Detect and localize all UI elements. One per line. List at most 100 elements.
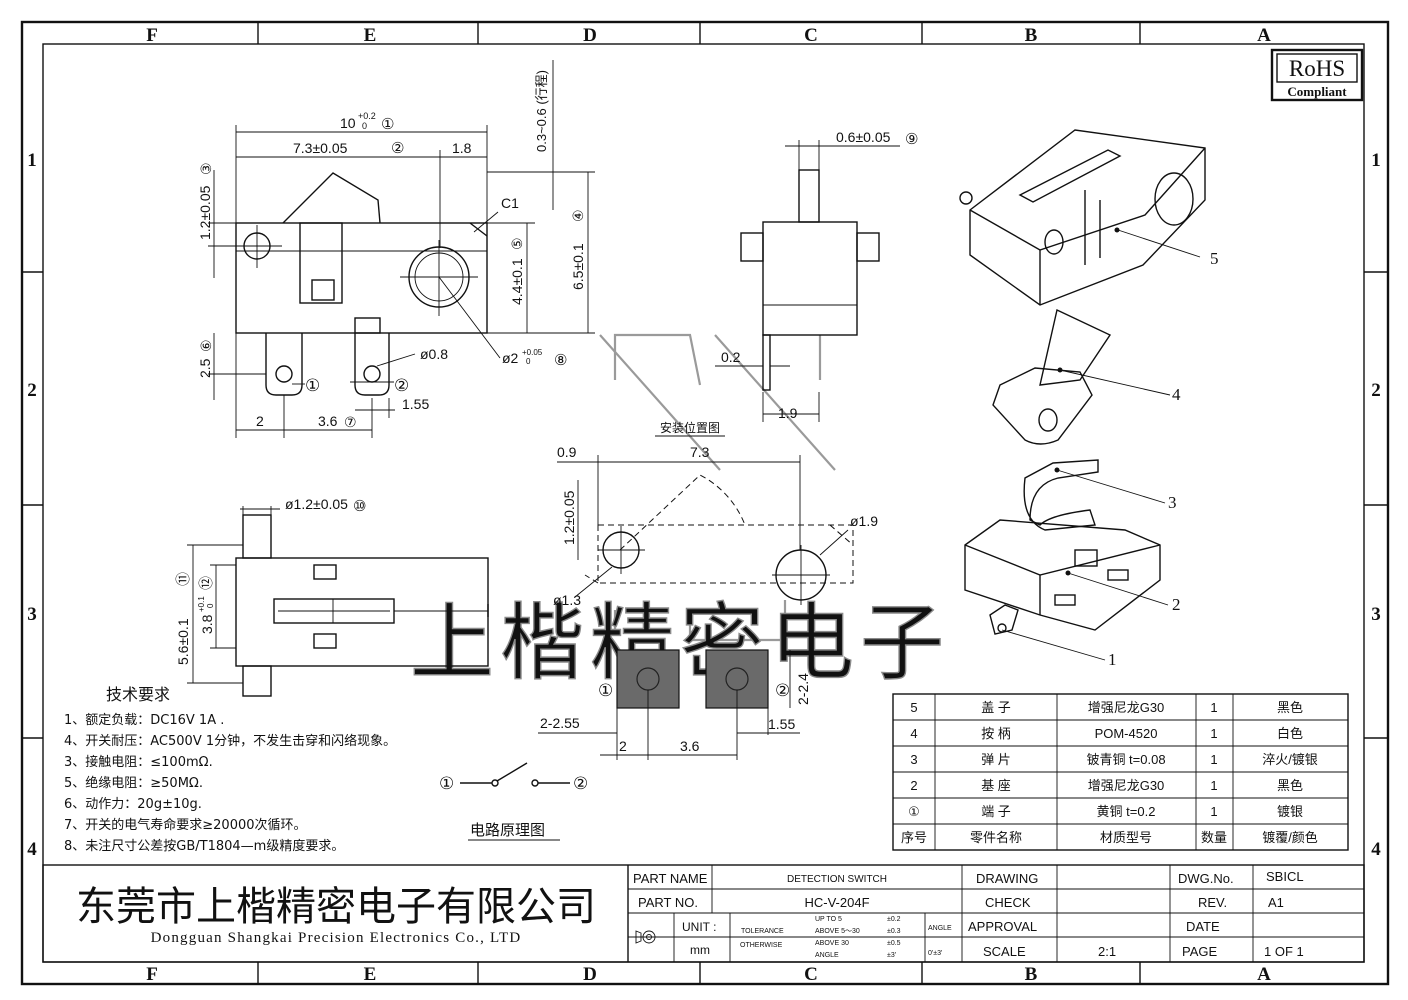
- dim-1-55: 1.55: [402, 396, 429, 412]
- row-label: 1: [1371, 150, 1381, 171]
- col-label: A: [1257, 25, 1271, 46]
- tolerance-value: ±0.2: [887, 916, 901, 923]
- scale-value: 2:1: [1098, 944, 1116, 959]
- dim-6-5: 6.5±0.1: [570, 243, 586, 290]
- date-label: DATE: [1186, 919, 1220, 934]
- page-label: PAGE: [1182, 944, 1217, 959]
- install-dim-3-6: 3.6: [680, 738, 700, 754]
- circuit-diagram: ① ② 电路原理图: [439, 762, 588, 841]
- dim-3-6-callout: ⑦: [344, 414, 357, 430]
- bom-cell: 1: [1210, 752, 1217, 767]
- requirement-item: 3、接触电阻：≤100mΩ.: [64, 754, 213, 770]
- drawing-label: DRAWING: [976, 871, 1038, 886]
- part-callout-4: 4: [1172, 385, 1181, 404]
- col-label: B: [1025, 964, 1038, 985]
- dim-6-5-callout: ④: [570, 209, 586, 222]
- bom-cell: 5: [910, 700, 917, 715]
- rev-label: REV.: [1198, 895, 1227, 910]
- bom-cell: 增强尼龙G30: [1088, 778, 1165, 793]
- col-label: F: [146, 964, 158, 985]
- dim-5-6: 5.6±0.1: [175, 618, 191, 665]
- side-view: 0.6±0.05 ⑨ 0.2 1.9: [715, 129, 918, 422]
- bom-header: 零件名称: [970, 830, 1022, 845]
- dim-chamfer: C1: [501, 195, 519, 211]
- requirement-item: 5、绝缘电阻：≥50MΩ.: [64, 775, 203, 791]
- tolerance-label-2: OTHERWISE: [740, 942, 783, 949]
- installation-view: 安装位置图 ① ② 0.9 7.3 1.2±0.05 ø1.9 ø1.3 2-2…: [538, 420, 878, 760]
- dim-pin-dia: ø0.8: [420, 346, 448, 362]
- dim-2-5: 2.5: [197, 358, 213, 378]
- dim-0-6-callout: ⑨: [905, 131, 918, 148]
- angle-label: ANGLE: [928, 925, 952, 932]
- dim-1-8: 1.8: [452, 140, 472, 156]
- requirement-item: 6、动作力：20g±10g.: [64, 797, 202, 812]
- requirement-item: 8、未注尺寸公差按GB/T1804—m级精度要求。: [64, 838, 344, 854]
- rev-value: A1: [1268, 895, 1284, 910]
- bom-cell: 按 柄: [981, 726, 1011, 741]
- part-name-label: PART NAME: [633, 871, 708, 886]
- front-view: 10 +0.2 0 ① 7.3±0.05 ② 1.8 0.3~0.6 (行程) …: [197, 60, 595, 438]
- install-dim-1-3: ø1.3: [553, 592, 581, 608]
- dim-stroke: 0.3~0.6 (行程): [534, 70, 549, 152]
- angle-value: 0'±3': [928, 950, 942, 957]
- bom-cell: 铍青铜 t=0.08: [1086, 752, 1165, 767]
- install-dim-1-2: 1.2±0.05: [561, 490, 577, 545]
- col-label: C: [804, 964, 818, 985]
- part-name-value: DETECTION SWITCH: [787, 874, 887, 885]
- dim-5-6-callout: ⑪: [175, 572, 191, 586]
- dim-hole-callout: ⑧: [554, 352, 567, 369]
- tolerance-range: UP TO 5: [815, 916, 842, 923]
- scale-label: SCALE: [983, 944, 1026, 959]
- page-value: 1 OF 1: [1264, 944, 1304, 959]
- dim-3-8-tol-lower: 0: [206, 603, 215, 608]
- bom-cell: 1: [1210, 804, 1217, 819]
- column-labels-bottom: F E D C B A: [146, 964, 1271, 985]
- bom-cell: 基 座: [981, 778, 1011, 793]
- unit-label: UNIT :: [682, 920, 716, 934]
- part-no-value: HC-V-204F: [804, 895, 869, 910]
- terminal-1-label: ①: [305, 376, 320, 395]
- rohs-title: RoHS: [1289, 56, 1345, 81]
- bom-cell: 盖 子: [981, 700, 1011, 715]
- dim-10-tol-lower: 0: [362, 121, 367, 131]
- col-label: E: [364, 25, 377, 46]
- column-labels-top: F E D C B A: [146, 25, 1271, 46]
- part-callout-5: 5: [1210, 249, 1219, 268]
- install-dim-2-2-4: 2-2.4: [795, 673, 811, 705]
- dim-7-3: 7.3±0.05: [293, 140, 348, 156]
- install-dim-7-3: 7.3: [690, 444, 710, 460]
- bom-cell: 1: [1210, 700, 1217, 715]
- row-label: 4: [27, 839, 37, 860]
- tolerance-label-1: TOLERANCE: [741, 928, 784, 935]
- tolerance-range: ANGLE: [815, 952, 839, 959]
- row-label: 3: [27, 604, 37, 625]
- exploded-parts: 5 4 3 2 1: [959, 129, 1219, 669]
- tolerance-value: ±0.5: [887, 940, 901, 947]
- technical-requirements: 技术要求 1、额定负载：DC16V 1A . 4、开关耐压：AC500V 1分钟…: [64, 685, 396, 854]
- bom-table: [892, 693, 1349, 851]
- dim-2: 2: [256, 413, 264, 429]
- row-labels: 1 2 3 4 1 2 3 4: [27, 150, 1381, 860]
- company-name-cn: 东莞市上楷精密电子有限公司: [76, 884, 596, 930]
- bom-cell: 白色: [1277, 726, 1303, 741]
- pad-2-label: ②: [775, 681, 790, 700]
- dim-pin-dia-1-2: ø1.2±0.05: [285, 496, 348, 512]
- dim-3-8: 3.8: [199, 614, 215, 634]
- bom-cell: 淬火/镀银: [1262, 752, 1318, 767]
- row-label: 3: [1371, 604, 1381, 625]
- dim-10-callout: ①: [381, 116, 394, 133]
- bom-header: 镀覆/颜色: [1262, 830, 1318, 845]
- dim-1-9: 1.9: [778, 405, 798, 421]
- bom-header: 序号: [901, 830, 927, 845]
- company-name-en: Dongguan Shangkai Precision Electronics …: [151, 930, 522, 946]
- dim-10-tol-upper: +0.2: [358, 111, 376, 121]
- circuit-label: 电路原理图: [470, 821, 545, 839]
- install-dim-0-9: 0.9: [557, 444, 577, 460]
- bom-cell: 1: [1210, 726, 1217, 741]
- dwg-no-label: DWG.No.: [1178, 871, 1234, 886]
- unit-value: mm: [690, 943, 710, 957]
- install-dim-2: 2: [619, 738, 627, 754]
- projection-symbol-icon: [633, 930, 668, 944]
- col-label: F: [146, 25, 158, 46]
